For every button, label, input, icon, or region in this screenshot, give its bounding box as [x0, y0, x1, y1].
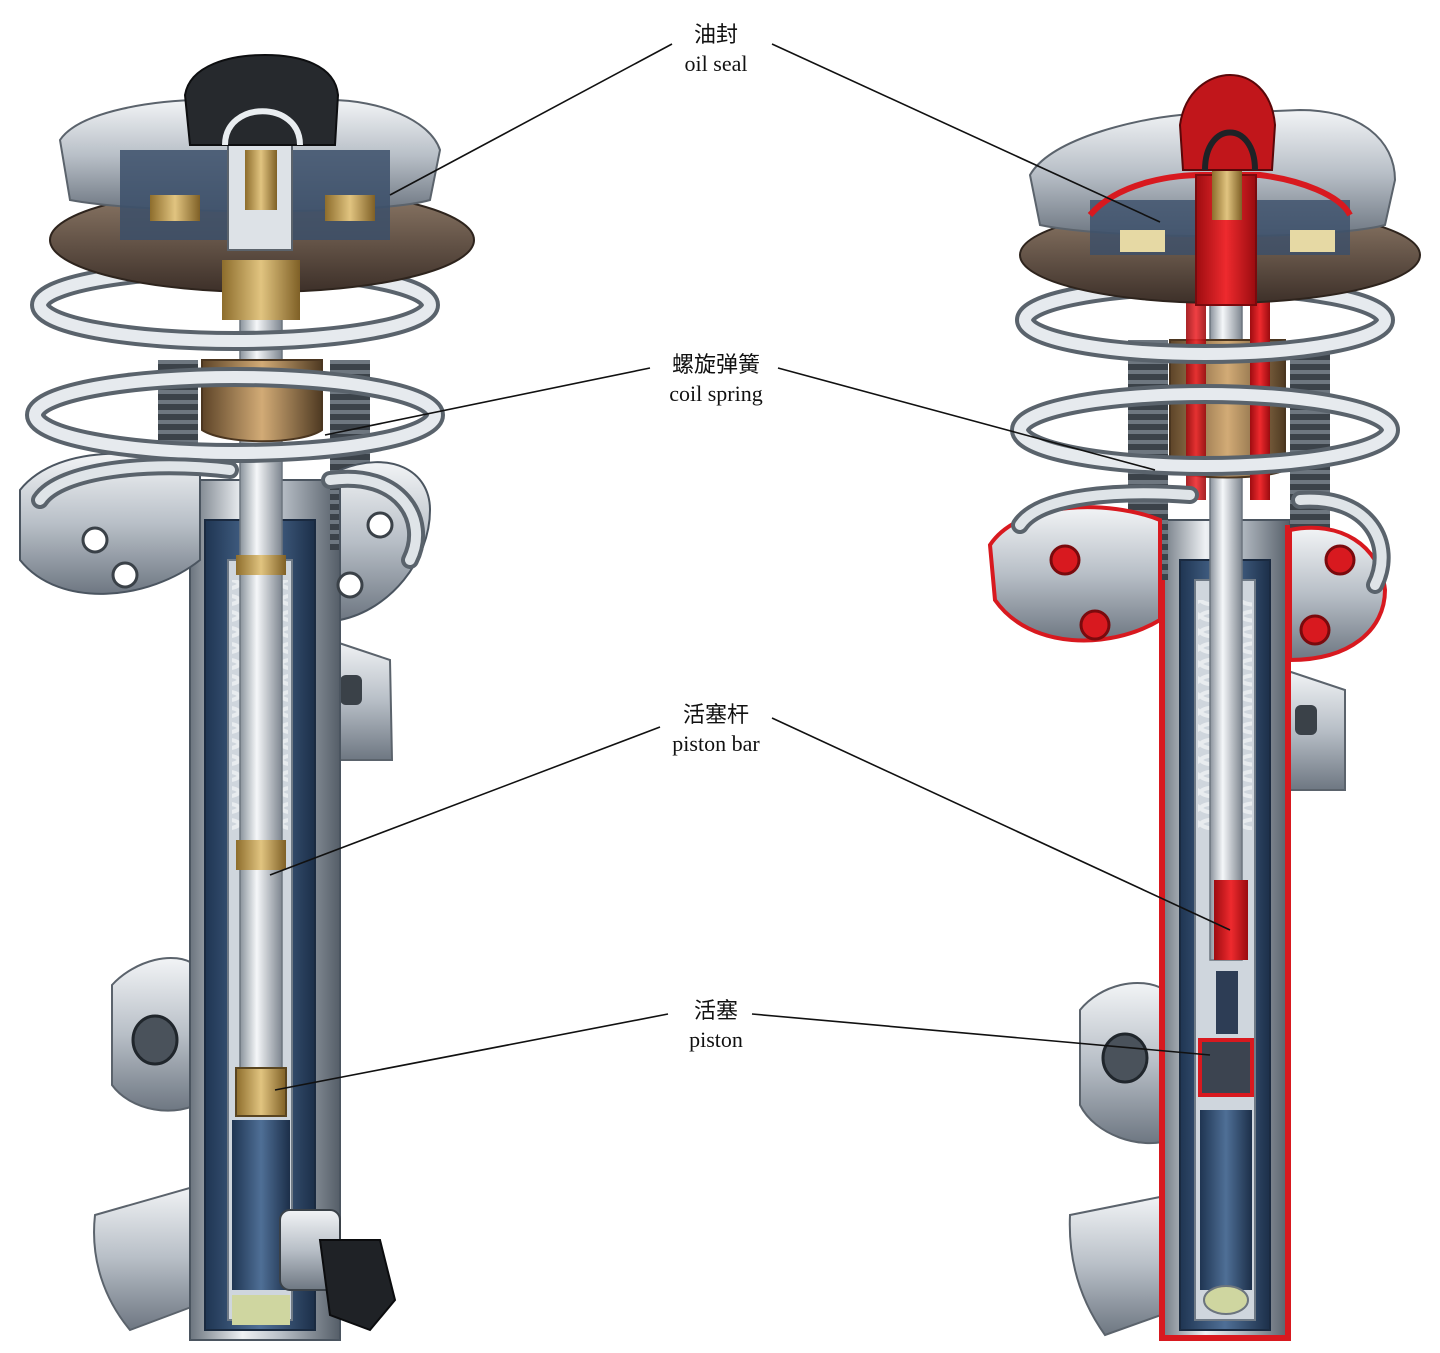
leader-piston-left — [274, 1013, 669, 1091]
leader-lines — [269, 43, 1231, 1091]
label-piston-bar-en: piston bar — [672, 731, 760, 756]
label-piston-en: piston — [689, 1027, 743, 1052]
leader-oil-seal-left — [389, 43, 673, 196]
label-piston-zh: 活塞 — [693, 999, 738, 1024]
left-valve-unit — [279, 1209, 397, 1332]
leader-piston-bar-left — [269, 726, 661, 876]
left-lower-bracket — [93, 1183, 212, 1332]
label-piston-bar-zh: 活塞杆 — [682, 703, 749, 728]
label-coil-spring: 螺旋弹簧 coil spring — [606, 352, 826, 408]
left-top-cap — [183, 53, 340, 146]
right-lower-bracket — [1068, 1193, 1177, 1337]
leader-piston-right — [751, 1013, 1211, 1056]
label-piston: 活塞 piston — [606, 998, 826, 1054]
leader-oil-seal-right — [771, 43, 1161, 223]
left-strut-illustration — [19, 53, 475, 1341]
label-oil-seal-en: oil seal — [684, 51, 748, 76]
label-oil-seal-zh: 油封 — [693, 23, 738, 48]
leader-piston-bar-right — [771, 717, 1231, 931]
leader-coil-spring-right — [777, 367, 1156, 471]
right-fluid-outline — [1159, 525, 1291, 1341]
label-piston-bar: 活塞杆 piston bar — [606, 702, 826, 758]
right-strut-illustration — [987, 73, 1421, 1341]
leader-coil-spring-left — [324, 367, 651, 436]
label-coil-spring-zh: 螺旋弹簧 — [671, 353, 760, 378]
right-piston — [1198, 1038, 1254, 1097]
right-top-cap — [1178, 73, 1277, 171]
label-coil-spring-en: coil spring — [669, 381, 763, 406]
label-oil-seal: 油封 oil seal — [606, 22, 826, 78]
left-piston — [235, 1067, 287, 1117]
